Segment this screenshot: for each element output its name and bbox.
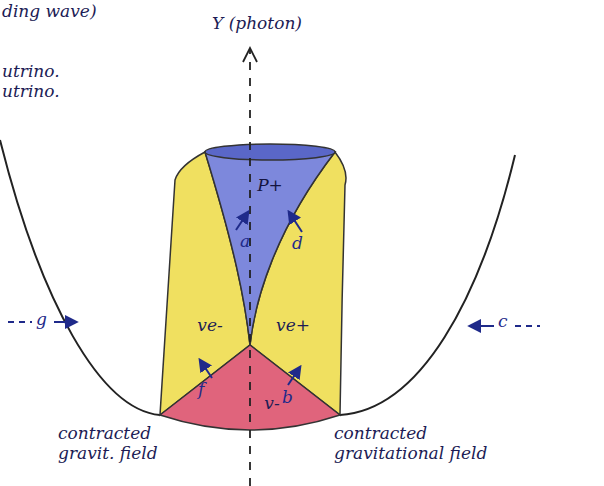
region-label: ve- xyxy=(197,316,222,336)
arrow xyxy=(470,325,494,327)
field-curve xyxy=(340,155,515,415)
annotation-label: contracted gravitational field xyxy=(334,424,509,463)
axis-line xyxy=(249,50,251,486)
annotation-label: b xyxy=(282,388,293,408)
annotation-label: d xyxy=(292,234,303,254)
region-label: P+ xyxy=(257,176,283,196)
region-node: P+ xyxy=(253,174,287,198)
annotation-label: f xyxy=(198,380,204,400)
arrow xyxy=(236,212,248,230)
annotation-label: g xyxy=(36,310,47,330)
dashed-line xyxy=(8,321,32,323)
field-curve xyxy=(0,140,160,415)
region-node: ve- xyxy=(193,314,226,338)
arrow xyxy=(289,212,302,232)
region-label: v- xyxy=(264,394,279,414)
cylinder-top xyxy=(205,144,335,160)
annotation-label: utrino. xyxy=(2,82,60,102)
dashed-line xyxy=(515,325,540,327)
region-node: v- xyxy=(260,392,283,416)
annotation-label: ding wave) xyxy=(2,2,97,22)
annotation-label: Y (photon) xyxy=(212,14,302,34)
annotation-label: a xyxy=(240,232,250,252)
annotation-label: contracted gravit. field xyxy=(58,424,178,463)
annotation-label: utrino. xyxy=(2,62,60,82)
arrow xyxy=(288,367,300,385)
axis-arrow xyxy=(243,48,257,62)
arrow xyxy=(54,321,76,323)
arrow xyxy=(200,360,212,378)
blue-region xyxy=(205,152,335,345)
region-label: ve+ xyxy=(276,316,310,336)
annotation-label: c xyxy=(498,312,508,332)
region-node: ve+ xyxy=(272,314,314,338)
